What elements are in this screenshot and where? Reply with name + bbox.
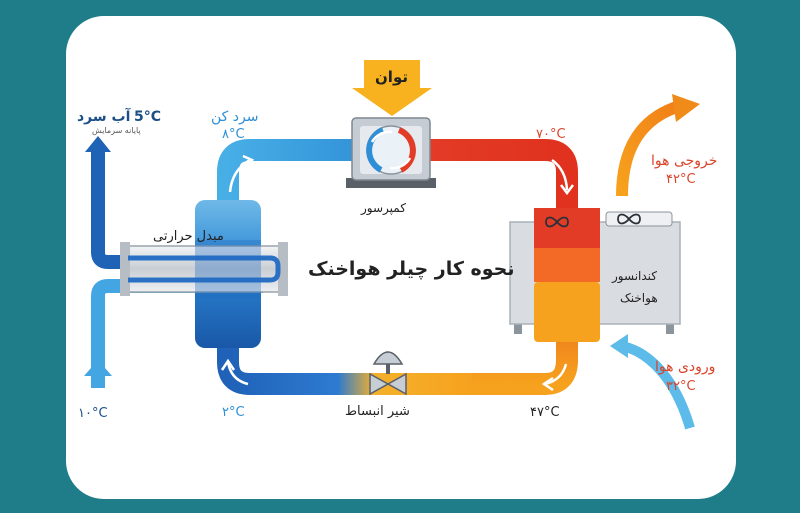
heat-exchanger-flange-left	[120, 242, 130, 296]
compressor-arrow-a	[370, 130, 393, 143]
compressor-blue-arc	[366, 127, 385, 173]
heat-exchanger-flange-right	[278, 242, 288, 296]
condenser-leg-right	[666, 320, 674, 334]
condenser-label-line2: هواخنک	[620, 291, 658, 305]
return-water-temp: ۱۰°C	[78, 406, 108, 421]
cold-water-temp: 5°C	[134, 109, 162, 125]
air-out-temp: ۴۲°C	[666, 172, 696, 187]
flow-arrow-top-left-head	[242, 154, 255, 168]
cold-water-label: آب سرد	[77, 109, 131, 125]
loop-bottom	[217, 330, 472, 395]
expansion-valve-stem	[386, 362, 390, 374]
evaporator-in-temp: ۲°C	[222, 405, 245, 420]
condenser-fan-right	[605, 211, 673, 227]
compressor-label: کمپرسور	[361, 201, 406, 215]
chilled-water-supply	[91, 150, 263, 269]
air-in-label: ورودی هوا	[655, 359, 716, 375]
heat-exchanger-coil	[128, 255, 281, 283]
expansion-valve-label: شیر انبساط	[345, 404, 410, 419]
heat-exchanger-overlay	[195, 240, 261, 298]
compressor-red-arc	[397, 127, 416, 173]
chilled-water-up-arrow	[85, 136, 111, 152]
air-in-arrow	[620, 341, 695, 430]
condenser-out-temp: ۴۷°C	[530, 405, 560, 420]
flow-arrow-top-right-head	[560, 184, 574, 196]
flow-arrow-bottom-right-head	[541, 376, 554, 392]
expansion-valve-body	[369, 372, 407, 396]
condenser-fan-left-icon	[545, 216, 569, 228]
condenser-coil-bottom	[534, 282, 600, 342]
flow-arrow-bottom-left-head	[220, 358, 236, 371]
power-label: توان	[375, 68, 408, 86]
compressor-out-temp: ۷۰°C	[536, 127, 566, 142]
condenser-fan-right-icon	[617, 213, 641, 225]
air-out-arrow	[616, 100, 682, 197]
power-arrow	[352, 60, 432, 116]
diagram-title: نحوه کار چیلر هواخنک	[308, 258, 515, 280]
flow-arrow-top-right	[551, 158, 569, 191]
air-out-label: خروجی هوا	[651, 153, 718, 169]
chilled-water-return	[91, 279, 263, 388]
condenser-coil-mid	[534, 248, 600, 282]
condenser-label-line1: کندانسور	[612, 269, 658, 283]
air-out-arrowhead	[672, 94, 700, 122]
refrigerant-temp: ۸°C	[222, 127, 245, 142]
heat-exchanger-label: مبدل حرارتی	[153, 229, 224, 244]
air-in-arrowhead	[610, 334, 628, 358]
compressor-base	[346, 178, 436, 188]
refrigerant-label: سرد کن	[211, 109, 259, 125]
condenser-leg-left	[514, 320, 522, 334]
condenser-coil-top	[534, 208, 600, 248]
compressor-arrow-b	[389, 157, 412, 170]
air-in-temp: ۳۲°C	[666, 379, 696, 394]
return-water-up-arrow	[84, 360, 112, 376]
expansion-valve-actuator	[372, 351, 404, 365]
flow-arrow-bottom-left	[226, 361, 249, 386]
flow-arrow-top-left	[228, 158, 251, 193]
terminal-units-label: پایانه سرمایش	[92, 126, 141, 135]
flow-arrow-bottom-right	[544, 363, 568, 386]
